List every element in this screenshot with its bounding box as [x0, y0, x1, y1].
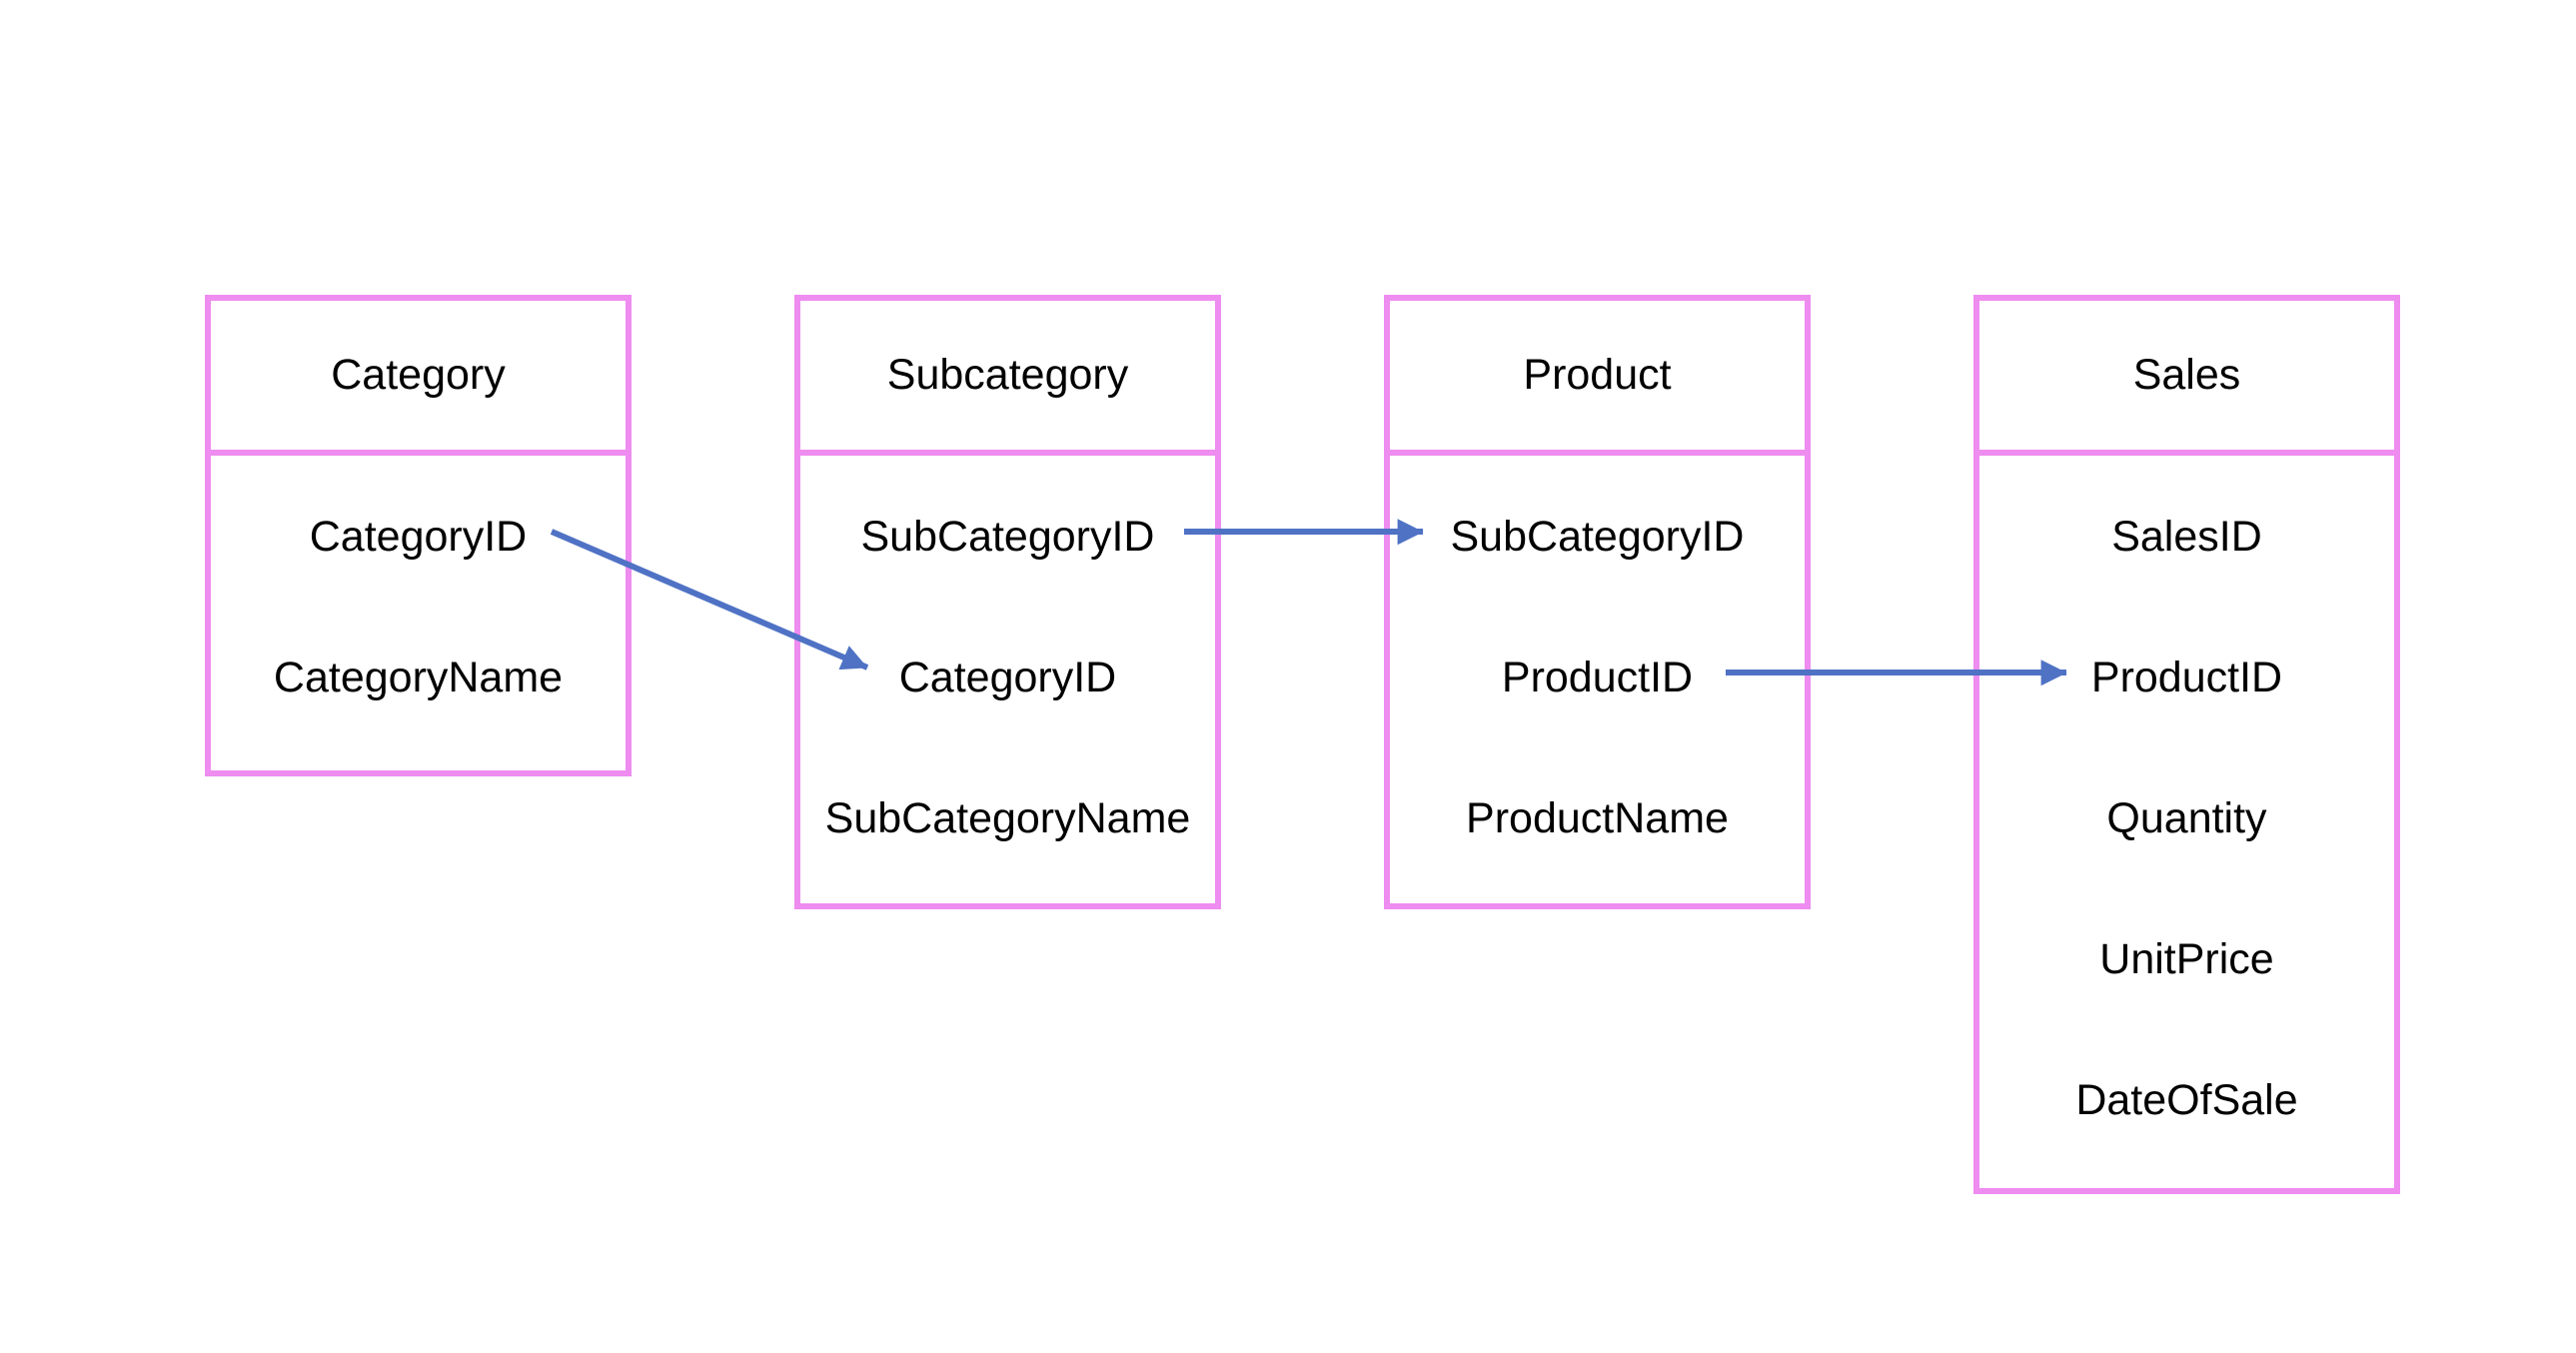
entity-sales-title: Sales [1979, 301, 2394, 456]
field-sales-productid: ProductID [2090, 653, 2283, 701]
field-product-productid: ProductID [1501, 653, 1694, 701]
field-subcategory-subcategoryname: SubCategoryName [824, 793, 1191, 842]
field-sales-dateofsale: DateOfSale [2075, 1075, 2298, 1124]
entity-subcategory[interactable]: Subcategory SubCategoryID CategoryID Sub… [794, 295, 1221, 909]
field-subcategory-categoryid: CategoryID [898, 653, 1117, 701]
field-sales-quantity: Quantity [2106, 793, 2267, 842]
entity-product[interactable]: Product SubCategoryID ProductID ProductN… [1384, 295, 1811, 909]
field-sales-unitprice: UnitPrice [2099, 934, 2274, 983]
entity-category[interactable]: Category CategoryID CategoryName [205, 295, 632, 776]
entity-product-title: Product [1390, 301, 1805, 456]
field-product-subcategoryid: SubCategoryID [1450, 512, 1745, 561]
entity-sales[interactable]: Sales SalesID ProductID Quantity UnitPri… [1973, 295, 2400, 1194]
field-category-categoryid: CategoryID [309, 512, 528, 561]
field-product-productname: ProductName [1466, 793, 1729, 842]
entity-category-title: Category [211, 301, 626, 456]
field-subcategory-subcategoryid: SubCategoryID [860, 512, 1155, 561]
entity-subcategory-title: Subcategory [800, 301, 1215, 456]
field-sales-salesid: SalesID [2111, 512, 2262, 561]
field-category-categoryname: CategoryName [273, 653, 564, 701]
